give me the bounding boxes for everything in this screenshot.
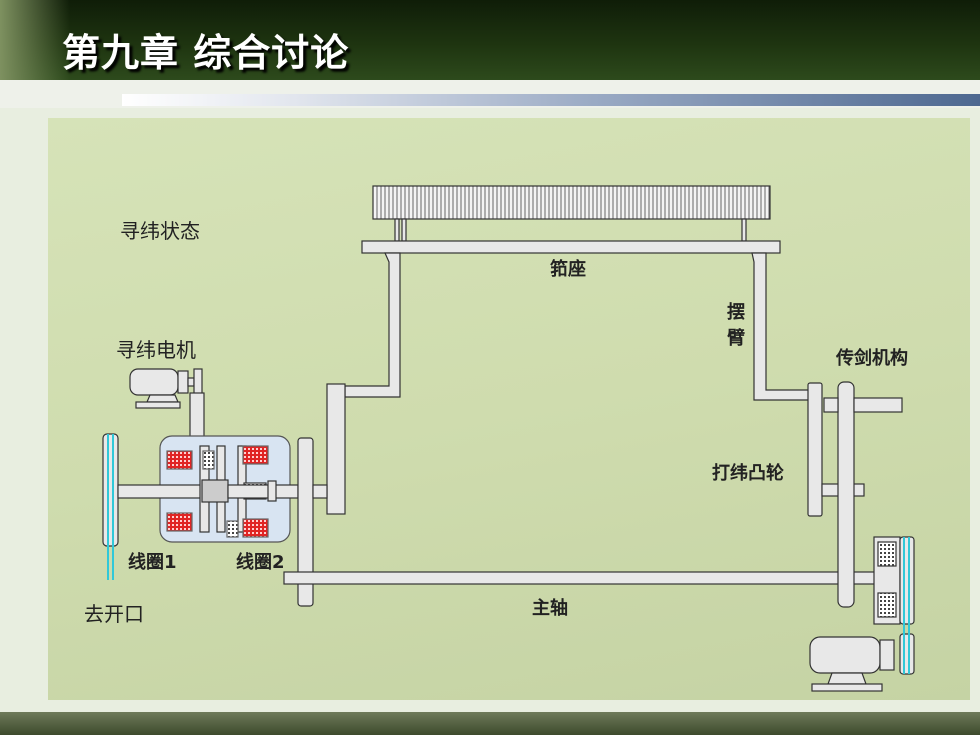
main-brake-pad-top: [877, 541, 897, 567]
coil-2-core-bottom: [226, 520, 239, 538]
page-title: 第九章 综合讨论: [62, 31, 350, 75]
accent-bar: [122, 94, 980, 106]
rapier-link: [823, 397, 839, 413]
label-state: 寻纬状态: [120, 219, 200, 243]
output-collar: [267, 480, 277, 502]
reed-support-left: [394, 218, 400, 242]
header-glow: [0, 0, 70, 80]
label-to-shed: 去开口: [84, 602, 144, 626]
label-weft-motor: 寻纬电机: [116, 338, 196, 362]
reed-support-right: [741, 218, 747, 242]
label-sley: 筘座: [550, 258, 586, 280]
main-brake-pad-bottom: [877, 592, 897, 618]
input-shaft: [117, 484, 209, 499]
coil-1-top: [166, 450, 193, 470]
title-bar: 第九章 综合讨论: [0, 0, 980, 80]
label-coil-1: 线圈1: [128, 551, 177, 573]
brake-disc-left: [102, 433, 119, 547]
clutch-hub: [201, 479, 229, 503]
output-shaft: [227, 484, 299, 499]
left-swing-arm: [344, 252, 401, 398]
rapier-gear: [837, 381, 855, 608]
coil-1-bottom: [166, 512, 193, 532]
reed: [372, 185, 771, 220]
main-motor-cap: [879, 639, 895, 671]
beating-cam-disc: [807, 382, 823, 517]
cam-link-shaft: [312, 484, 328, 499]
left-cam-disc: [326, 383, 346, 515]
label-swing-arm-2: 臂: [727, 327, 745, 349]
main-motor-base: [827, 672, 867, 685]
main-motor-body: [809, 636, 881, 674]
weft-motor-foot: [135, 401, 181, 409]
main-motor-foot: [811, 683, 883, 692]
label-swing-arm-1: 摆: [727, 301, 745, 323]
main-motor-pulley: [899, 633, 915, 675]
transfer-gear-left: [297, 437, 314, 607]
weft-motor-body: [129, 368, 179, 396]
coil-1-core-top: [202, 450, 215, 470]
weft-motor-cap: [177, 370, 189, 394]
bottom-band: [0, 712, 980, 735]
right-swing-arm: [751, 252, 813, 401]
label-main-shaft: 主轴: [532, 597, 568, 619]
sley-beam: [361, 240, 781, 254]
reed-support-left-2: [401, 218, 407, 242]
label-coil-2: 线圈2: [236, 551, 285, 573]
rapier-shaft: [853, 397, 903, 413]
coil-2-bottom: [242, 518, 269, 538]
main-shaft: [283, 571, 885, 585]
weft-motor-shaft: [187, 377, 195, 387]
main-pulley: [899, 536, 915, 625]
weft-motor-gear: [193, 368, 203, 396]
label-rapier-mechanism: 传剑机构: [835, 347, 908, 369]
coil-2-top: [242, 445, 269, 465]
label-beating-cam: 打纬凸轮: [712, 462, 784, 484]
weft-motor-base: [146, 394, 179, 403]
